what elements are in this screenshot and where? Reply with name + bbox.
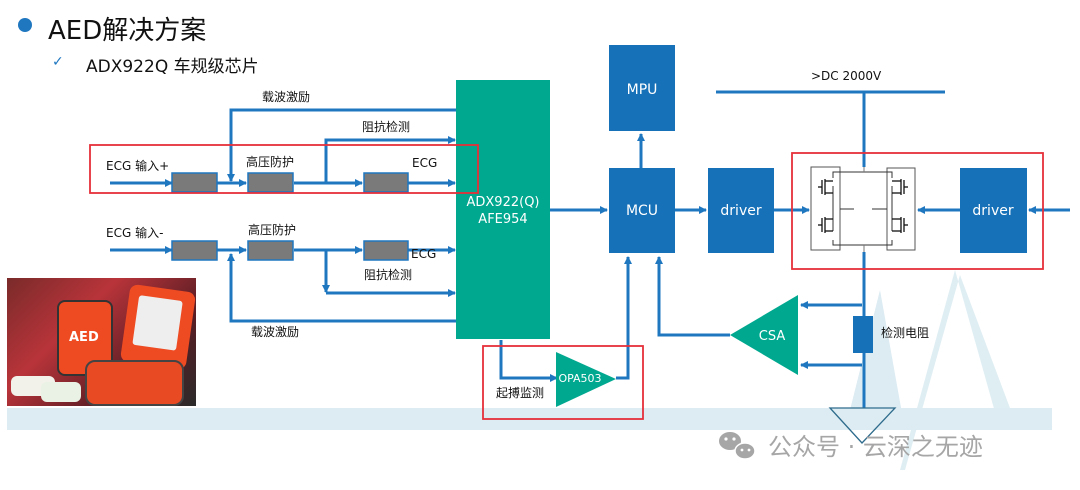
aed-device-label: AED (69, 330, 99, 345)
opa503-amplifier-triangle (556, 352, 616, 407)
hv-protect-label-top: 高压防护 (246, 154, 294, 169)
wechat-icon (719, 432, 756, 460)
mpu-label: MPU (627, 82, 658, 98)
ecg-input-minus-label: ECG 输入- (106, 225, 163, 240)
watermark-peak (900, 270, 1050, 470)
opa503-label: OPA503 (558, 372, 601, 385)
carrier-label-top: 载波激励 (262, 90, 310, 104)
csa-label: CSA (759, 329, 786, 344)
pacing-monitor-label: 起搏监测 (496, 386, 544, 400)
wire-carrier-bottom (227, 253, 456, 323)
title-bullet-icon (18, 18, 32, 32)
driver-left-block (708, 168, 774, 253)
wire-csa-mcu (655, 256, 730, 337)
ground-icon (828, 407, 897, 444)
electrode-pad (41, 382, 81, 402)
aed-device-photo: AED (7, 278, 196, 406)
wire-afe-opa (499, 340, 558, 382)
driver-right-label: driver (972, 203, 1013, 219)
driver-right-block (960, 168, 1027, 253)
impedance-label-bottom: 阻抗检测 (364, 267, 412, 282)
page-title: AED解决方案 (48, 16, 207, 46)
highlight-pacing-monitor (482, 345, 644, 420)
afe-chip-block (456, 80, 550, 339)
afe-chip-name: ADX922(Q) (467, 195, 540, 210)
mcu-label: MCU (626, 203, 658, 219)
wire-impedance-top (324, 136, 456, 183)
ecg-label-top: ECG (412, 156, 437, 170)
h-bridge-icon (810, 166, 916, 252)
ecg-input-plus-label: ECG 输入+ (106, 158, 169, 173)
mcu-block (609, 168, 675, 253)
filter-block-bottom-1 (171, 240, 218, 261)
sense-resistor-block (853, 316, 873, 353)
check-icon: ✓ (52, 54, 64, 70)
filter-block-top-1 (171, 172, 218, 193)
hv-protect-block-top (247, 172, 294, 193)
highlight-h-bridge (791, 152, 1044, 270)
hv-protect-label-bottom: 高压防护 (248, 222, 296, 237)
watermark-peak (845, 290, 905, 430)
afe-chip-alt-name: AFE954 (478, 212, 527, 227)
filter-block-bottom-2 (363, 240, 409, 261)
wire-opa-mcu (616, 256, 632, 380)
impedance-label-top: 阻抗检测 (362, 119, 410, 134)
hv-protect-block-bottom (247, 240, 294, 261)
sense-resistor-label: 检测电阻 (881, 325, 929, 340)
ecg-label-bottom: ECG (411, 247, 436, 261)
csa-amplifier-triangle (730, 295, 798, 375)
aed-device-base (85, 360, 184, 406)
mpu-block (609, 45, 675, 131)
carrier-label-bottom: 载波激励 (251, 325, 299, 339)
wire-carrier-top (227, 108, 456, 182)
watermark-text: 公众号 · 云深之无迹 (768, 433, 983, 461)
dc-voltage-label: >DC 2000V (811, 69, 882, 83)
filter-block-top-2 (363, 172, 409, 193)
driver-left-label: driver (720, 203, 761, 219)
highlight-ecg-plus-path (89, 144, 479, 194)
page-subtitle: ADX922Q 车规级芯片 (86, 57, 259, 77)
